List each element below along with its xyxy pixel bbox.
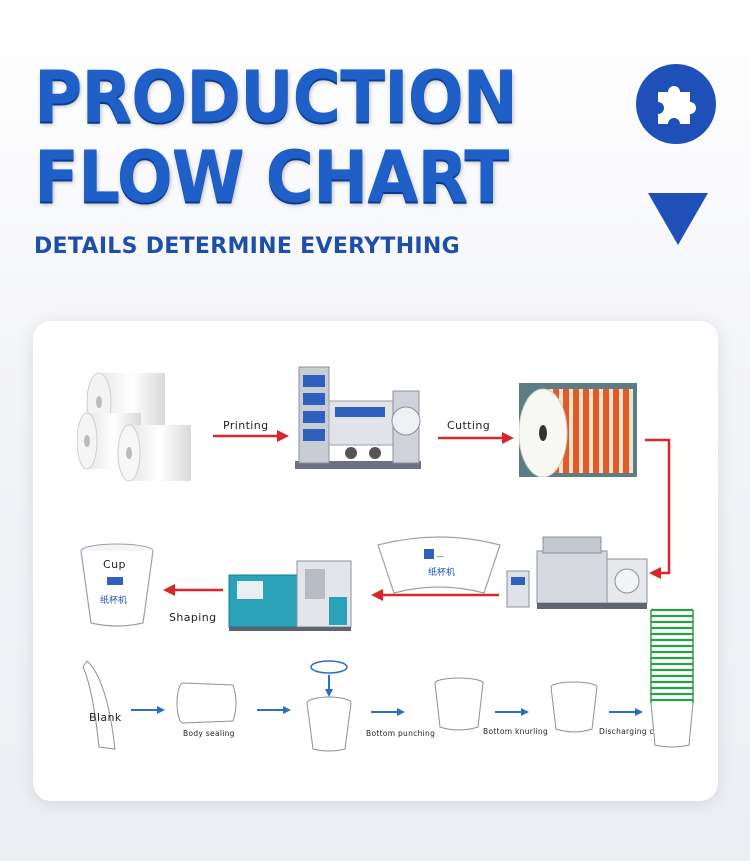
- knurled-cup-image: [550, 681, 598, 733]
- label-discharging-cup: Discharging cup: [599, 727, 665, 736]
- paper-rolls-image: [77, 372, 191, 482]
- printed-roll-image: [519, 383, 637, 477]
- arrow-blue-5: [609, 708, 643, 716]
- label-blank: Blank: [89, 711, 122, 724]
- label-bottom-knurling: Bottom knurling: [483, 727, 549, 736]
- die-cutting-machine-image: [506, 536, 648, 609]
- label-printing: Printing: [223, 419, 269, 432]
- arrow-left-2: [163, 584, 223, 596]
- label-bottom-punching: Bottom punching: [366, 729, 436, 738]
- arrow-left-1: [371, 589, 499, 601]
- puzzle-badge: [636, 64, 716, 144]
- cup-forming-machine-image: [228, 560, 352, 631]
- flow-chart-panel: Printing Cutting: [33, 321, 718, 801]
- printing-machine-image: [295, 366, 421, 469]
- svg-text:—: —: [436, 552, 444, 561]
- label-body-sealing: Body sealing: [183, 729, 235, 738]
- label-cutting: Cutting: [447, 419, 491, 432]
- blank-sheet-image: [82, 660, 116, 750]
- arrow-right-2: [438, 432, 514, 444]
- body-sealing-image: [176, 682, 237, 724]
- arrow-blue-4: [495, 708, 529, 716]
- puzzle-icon: [658, 86, 696, 124]
- cup-stack-image: [650, 608, 694, 748]
- arrow-blue-2: [257, 706, 291, 714]
- blank-chinese-text: 纸杯机: [428, 566, 455, 578]
- bottom-punching-image: [306, 660, 352, 752]
- title-line-2: FLOW CHART: [34, 135, 509, 219]
- arrow-elbow-down: [645, 438, 671, 579]
- arrow-blue-1: [131, 706, 165, 714]
- down-triangle-icon: [648, 193, 708, 245]
- subtitle: DETAILS DETERMINE EVERYTHING: [34, 234, 460, 259]
- arrow-blue-3: [371, 708, 405, 716]
- label-shaping: Shaping: [169, 611, 217, 624]
- arrow-right-1: [213, 430, 289, 442]
- label-cup: Cup: [103, 558, 126, 571]
- title-line-1: PRODUCTION: [34, 55, 518, 139]
- finished-cup-image: 纸杯机: [80, 543, 154, 627]
- bottom-knurling-blank-image: [434, 677, 484, 731]
- fan-blank-image: — 纸杯机: [377, 536, 501, 594]
- cup-chinese-text: 纸杯机: [100, 594, 127, 606]
